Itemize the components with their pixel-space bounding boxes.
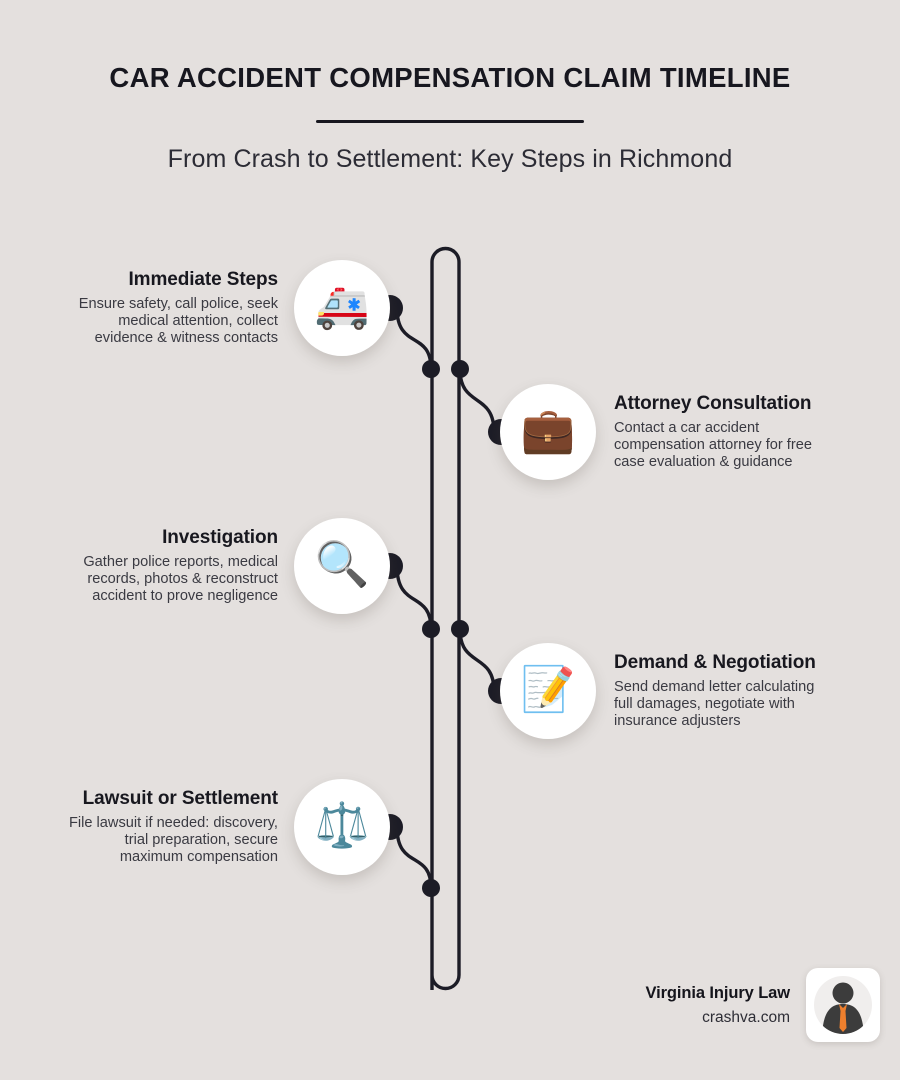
rail-node-1 <box>422 360 440 378</box>
step-title: Lawsuit or Settlement <box>82 788 278 810</box>
step-icon-bubble: 🚑 <box>294 260 390 356</box>
page-subtitle: From Crash to Settlement: Key Steps in R… <box>167 145 733 173</box>
step-text-block: Lawsuit or Settlement File lawsuit if ne… <box>60 788 278 866</box>
step-icon-bubble: 🔍 <box>294 518 390 614</box>
title-divider <box>316 120 584 123</box>
step-icon-bubble: 💼 <box>500 384 596 480</box>
balance-scale-icon: ⚖️ <box>314 801 370 850</box>
connector-demand-negotiation <box>458 627 496 693</box>
step-title: Immediate Steps <box>128 269 279 291</box>
connector-lawsuit-or-settlement <box>395 825 433 890</box>
timeline-step-attorney-consultation[interactable]: 💼 Attorney Consultation Contact a car ac… <box>500 384 900 480</box>
timeline-step-investigation[interactable]: Investigation Gather police reports, med… <box>0 518 390 614</box>
step-text-block: Investigation Gather police reports, med… <box>60 527 278 605</box>
timeline-step-lawsuit-or-settlement[interactable]: Lawsuit or Settlement File lawsuit if ne… <box>0 779 390 875</box>
brand-name: Virginia Injury Law <box>645 983 791 1002</box>
step-description: Send demand letter calculating full dama… <box>614 679 815 729</box>
connector-investigation <box>395 564 433 631</box>
timeline-step-demand-negotiation[interactable]: 📝 Demand & Negotiation Send demand lette… <box>500 643 900 739</box>
footer-branding: Virginia Injury Law crashva.com <box>560 968 880 1042</box>
step-icon-bubble: ⚖️ <box>294 779 390 875</box>
connector-attorney-consultation <box>458 367 496 434</box>
step-description: Gather police reports, medical records, … <box>83 554 278 604</box>
step-text-block: Demand & Negotiation Send demand letter … <box>614 652 832 730</box>
spine-track <box>430 246 461 991</box>
rail-node-3 <box>422 620 440 638</box>
footer-text-block: Virginia Injury Law crashva.com <box>646 984 791 1027</box>
page-title: CAR ACCIDENT COMPENSATION CLAIM TIMELINE <box>109 62 791 93</box>
step-title: Investigation <box>162 527 278 549</box>
step-description: Contact a car accident compensation atto… <box>614 420 812 470</box>
briefcase-icon: 💼 <box>520 406 576 455</box>
magnifying-glass-icon: 🔍 <box>314 540 370 589</box>
timeline-step-immediate-steps[interactable]: Immediate Steps Ensure safety, call poli… <box>0 260 390 356</box>
step-icon-bubble: 📝 <box>500 643 596 739</box>
businessman-avatar-icon <box>814 976 872 1034</box>
step-text-block: Attorney Consultation Contact a car acci… <box>614 393 832 471</box>
step-description: File lawsuit if needed: discovery, trial… <box>68 815 278 865</box>
infographic-header: CAR ACCIDENT COMPENSATION CLAIM TIMELINE… <box>0 0 900 174</box>
step-description: Ensure safety, call police, seek medical… <box>78 296 278 346</box>
rail-node-5 <box>422 879 440 897</box>
rail-node-2 <box>451 360 469 378</box>
brand-website[interactable]: crashva.com <box>702 1008 790 1026</box>
rail-node-4 <box>451 620 469 638</box>
step-text-block: Immediate Steps Ensure safety, call poli… <box>60 269 278 347</box>
ambulance-icon: 🚑 <box>314 282 370 331</box>
connector-immediate-steps <box>395 306 433 371</box>
step-title: Attorney Consultation <box>614 393 812 415</box>
step-title: Demand & Negotiation <box>614 652 816 674</box>
brand-logo <box>806 968 880 1042</box>
memo-pencil-icon: 📝 <box>520 665 576 714</box>
